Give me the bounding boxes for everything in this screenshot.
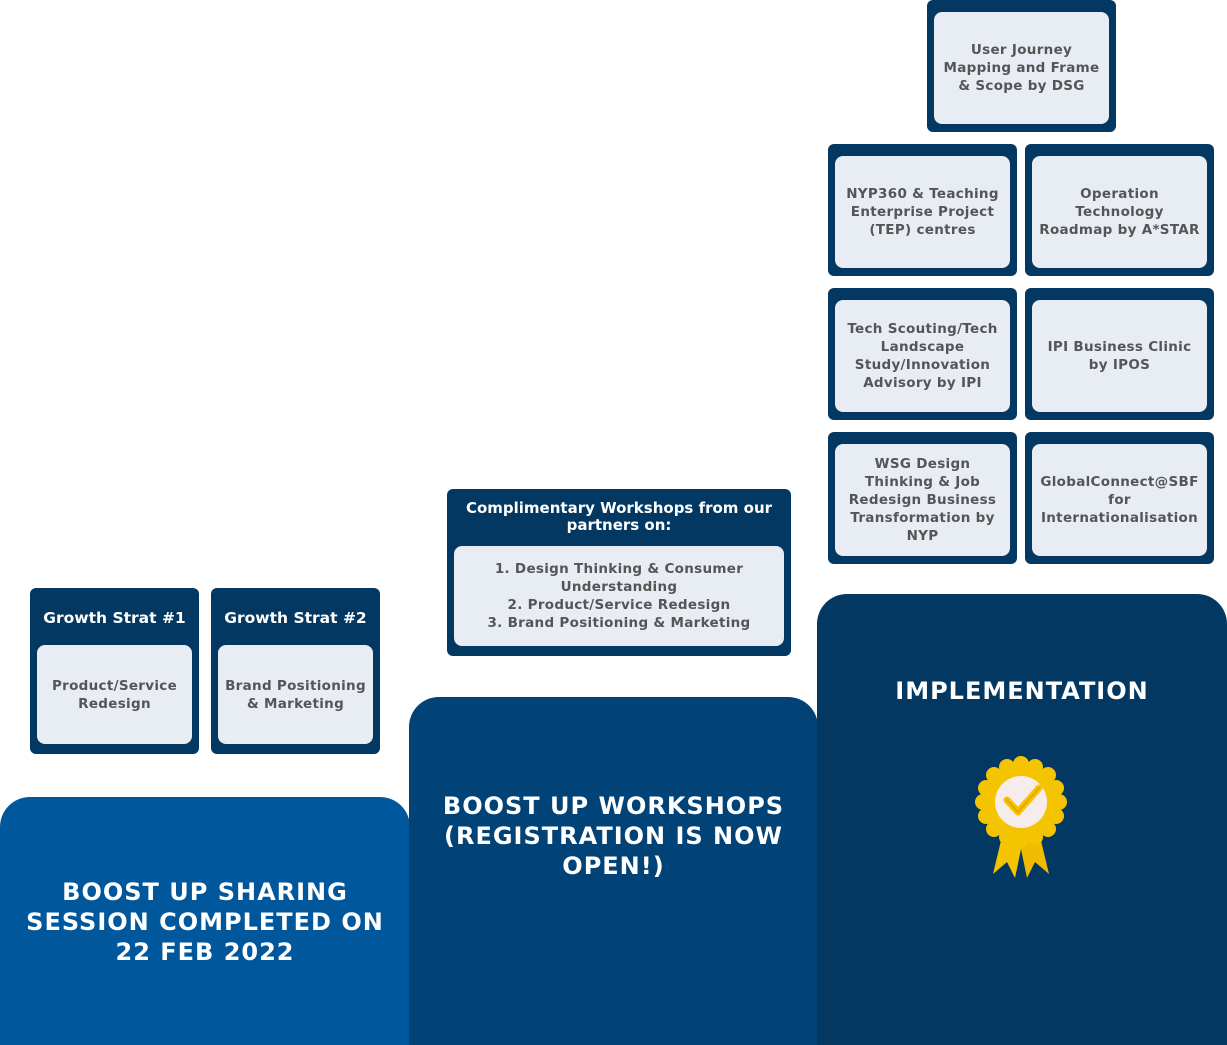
workshops-card: Complimentary Workshops from our partner… bbox=[447, 489, 791, 656]
impl-card-tech-scouting: Tech Scouting/Tech Landscape Study/Innov… bbox=[828, 288, 1017, 420]
impl-card-ipos: IPI Business Clinic by IPOS bbox=[1025, 288, 1214, 420]
pillar-sharing-title: BOOST UP SHARING SESSION COMPLETED ON 22… bbox=[26, 878, 384, 966]
impl-card-user-journey: User Journey Mapping and Frame & Scope b… bbox=[927, 0, 1116, 132]
pillar-workshops-title: BOOST UP WORKSHOPS (REGISTRATION IS NOW … bbox=[442, 792, 785, 880]
impl-card-body: GlobalConnect@SBF for Internationalisati… bbox=[1032, 444, 1207, 556]
impl-card-body: NYP360 & Teaching Enterprise Project (TE… bbox=[835, 156, 1010, 268]
growth-strat-2-title: Growth Strat #2 bbox=[224, 609, 367, 627]
workshop-item: 1. Design Thinking & Consumer Understand… bbox=[494, 561, 744, 595]
impl-card-body: WSG Design Thinking & Job Redesign Busin… bbox=[835, 444, 1010, 556]
growth-strat-1-title: Growth Strat #1 bbox=[43, 609, 186, 627]
impl-card-body: User Journey Mapping and Frame & Scope b… bbox=[934, 12, 1109, 124]
growth-strat-1-body: Product/Service Redesign bbox=[37, 645, 192, 744]
pillar-workshops: BOOST UP WORKSHOPS (REGISTRATION IS NOW … bbox=[409, 697, 818, 1045]
award-ribbon-icon bbox=[975, 756, 1067, 878]
impl-card-wsg: WSG Design Thinking & Job Redesign Busin… bbox=[828, 432, 1017, 564]
workshop-item: 3. Brand Positioning & Marketing bbox=[487, 615, 751, 631]
impl-card-body: Tech Scouting/Tech Landscape Study/Innov… bbox=[835, 300, 1010, 412]
growth-strat-2-card: Growth Strat #2 Brand Positioning & Mark… bbox=[211, 588, 380, 754]
impl-card-body: Operation Technology Roadmap by A*STAR bbox=[1032, 156, 1207, 268]
workshops-list: 1. Design Thinking & Consumer Understand… bbox=[454, 546, 784, 646]
pillar-implementation-title: IMPLEMENTATION bbox=[895, 677, 1149, 705]
workshop-item: 2. Product/Service Redesign bbox=[507, 597, 731, 613]
growth-strat-1-card: Growth Strat #1 Product/Service Redesign bbox=[30, 588, 199, 754]
pillar-implementation: IMPLEMENTATION bbox=[817, 594, 1227, 1045]
impl-card-body: IPI Business Clinic by IPOS bbox=[1032, 300, 1207, 412]
impl-card-globalconnect: GlobalConnect@SBF for Internationalisati… bbox=[1025, 432, 1214, 564]
pillar-sharing-session: BOOST UP SHARING SESSION COMPLETED ON 22… bbox=[0, 797, 410, 1045]
workshops-title: Complimentary Workshops from our partner… bbox=[465, 499, 773, 534]
growth-strat-2-body: Brand Positioning & Marketing bbox=[218, 645, 373, 744]
impl-card-astar: Operation Technology Roadmap by A*STAR bbox=[1025, 144, 1214, 276]
impl-card-nyp360: NYP360 & Teaching Enterprise Project (TE… bbox=[828, 144, 1017, 276]
